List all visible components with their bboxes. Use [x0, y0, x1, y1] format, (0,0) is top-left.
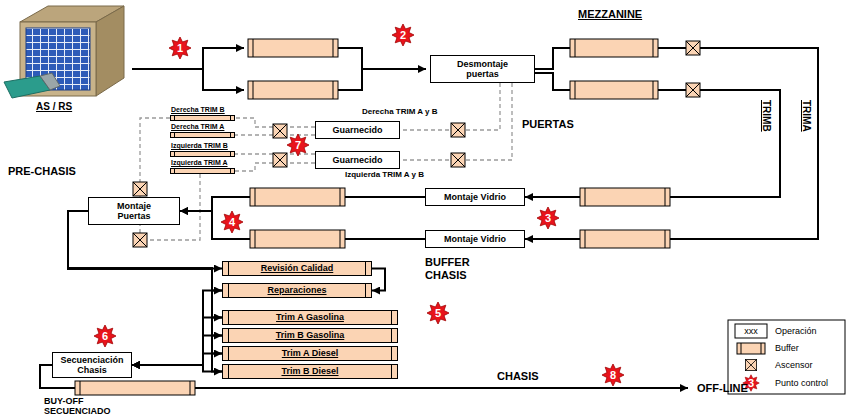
door-buffer: Derecha TRIM A — [170, 132, 235, 138]
callout-number: 7 — [290, 138, 306, 152]
area-region: PUERTASDerecha TRIM BDerecha TRIM AGuarn… — [120, 104, 515, 181]
area-region: MEZZANINEDesmontaje puertas — [192, 28, 665, 102]
area-region: BUFFER CHASISRevisión CalidadReparacione… — [197, 252, 415, 383]
area-region: PRE-CHASISMontaje Puertas — [47, 183, 192, 275]
callout-number: 3 — [540, 211, 556, 225]
annotation-label: CHASIS — [497, 370, 539, 382]
legend-sample-text: xxx — [735, 324, 767, 338]
door-buffer: Derecha TRIM B — [170, 115, 235, 121]
process-box: Montaje Puertas — [88, 197, 180, 225]
process-box: Montaje Vidrio — [425, 230, 525, 248]
annotation-label: Izquierda TRIM A y B — [345, 170, 424, 179]
line-label: TRIMB — [760, 100, 772, 132]
annotation-label: OFF-LINE — [697, 382, 748, 394]
area-heading: PUERTAS — [522, 118, 574, 131]
box-label: Reparaciones — [267, 285, 326, 296]
area-heading: PRE-CHASIS — [8, 165, 76, 178]
box-label: Guarnecido — [332, 125, 382, 135]
process-box: Secuenciación Chasis — [52, 352, 132, 378]
box-label: Guarnecido — [332, 155, 382, 165]
box-label: Montaje Puertas — [104, 201, 164, 221]
process-box: Guarnecido — [315, 121, 400, 139]
box-label: Trim B Diesel — [281, 366, 338, 377]
box-label: Secuenciación Chasis — [57, 355, 127, 375]
process-box: Desmontaje puertas — [430, 55, 535, 83]
annotation-label: BUY-OFF SECUENCIADO — [44, 397, 114, 416]
legend-text: Ascensor — [775, 359, 813, 371]
door-buffer: Izquierda TRIM A — [170, 168, 235, 174]
annotation-label: Derecha TRIM A y B — [362, 107, 437, 116]
legend-text: Operación — [775, 325, 817, 337]
box-label: Izquierda TRIM B — [171, 142, 234, 150]
process-box: Guarnecido — [315, 151, 400, 169]
box-label: Montaje Vidrio — [444, 234, 506, 244]
callout-number: 3 — [743, 376, 759, 390]
door-buffer: Izquierda TRIM B — [170, 151, 235, 157]
callout-number: 8 — [605, 368, 621, 382]
box-label: Trim A Diesel — [282, 348, 338, 359]
box-label: Derecha TRIM A — [171, 123, 234, 131]
callout-number: 4 — [224, 215, 240, 229]
box-label: Trim B Gasolina — [276, 330, 345, 341]
annotation-label: AS / RS — [36, 101, 72, 112]
callout-number: 6 — [97, 329, 113, 343]
buffer-box: Trim B Gasolina — [222, 328, 398, 343]
buffer-box: Revisión Calidad — [222, 261, 372, 276]
legend-text: Buffer — [775, 342, 799, 354]
area-heading: MEZZANINE — [578, 8, 642, 21]
box-label: Revisión Calidad — [261, 263, 334, 274]
box-label: Desmontaje puertas — [448, 59, 518, 79]
buffer-box: Trim A Diesel — [222, 346, 398, 361]
legend-text: Punto control — [775, 377, 828, 389]
buffer-box: Trim A Gasolina — [222, 310, 398, 325]
box-label: Montaje Vidrio — [444, 192, 506, 202]
buffer-box: Trim B Diesel — [222, 364, 398, 379]
buffer-box: Reparaciones — [222, 283, 372, 298]
callout-number: 5 — [430, 306, 446, 320]
box-label: Derecha TRIM B — [171, 106, 234, 114]
process-box: Montaje Vidrio — [425, 188, 525, 206]
area-heading: BUFFER CHASIS — [425, 256, 485, 282]
box-label: Izquierda TRIM A — [171, 159, 234, 167]
callout-number: 1 — [172, 41, 188, 55]
asrs-illustration — [4, 6, 124, 98]
callout-number: 2 — [395, 28, 411, 42]
box-label: Trim A Gasolina — [276, 312, 344, 323]
line-label: TRIMA — [800, 100, 812, 132]
